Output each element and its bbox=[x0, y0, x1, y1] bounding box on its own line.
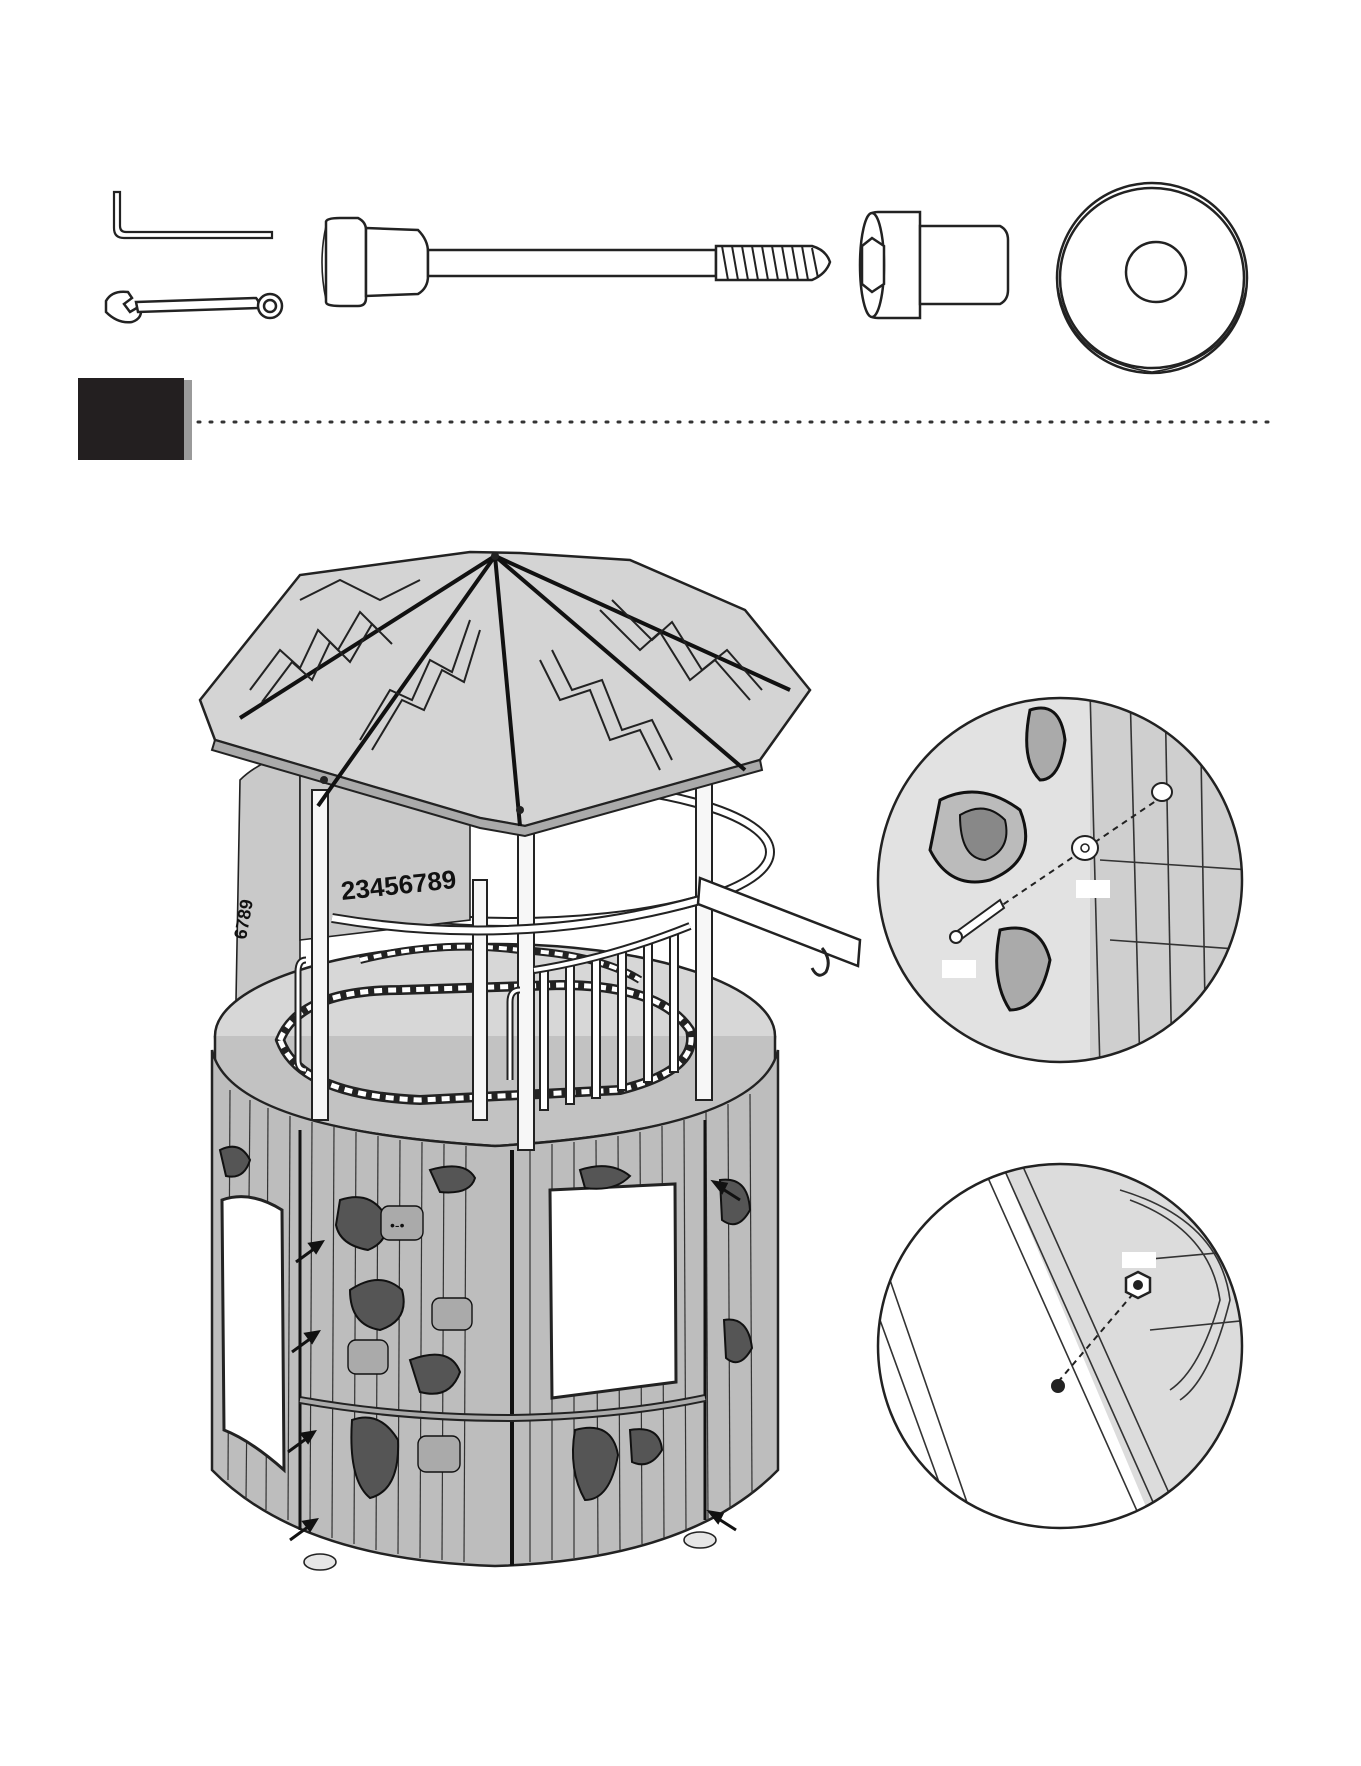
step-badge bbox=[78, 378, 184, 460]
step-header bbox=[78, 378, 1275, 460]
nut-detail bbox=[870, 1160, 1250, 1540]
side-opening bbox=[222, 1197, 284, 1470]
playhouse-illustration: 23456789 6789 •-• bbox=[200, 552, 860, 1570]
wrench-icon bbox=[106, 292, 282, 323]
bolt-washer-detail bbox=[870, 690, 1250, 1070]
svg-text:•-•: •-• bbox=[390, 1217, 405, 1233]
barrel-nut-icon bbox=[860, 212, 1008, 318]
hex-key-icon bbox=[114, 192, 272, 238]
washer-icon bbox=[1057, 183, 1247, 373]
long-bolt-icon bbox=[322, 218, 830, 306]
front-window bbox=[550, 1184, 676, 1398]
